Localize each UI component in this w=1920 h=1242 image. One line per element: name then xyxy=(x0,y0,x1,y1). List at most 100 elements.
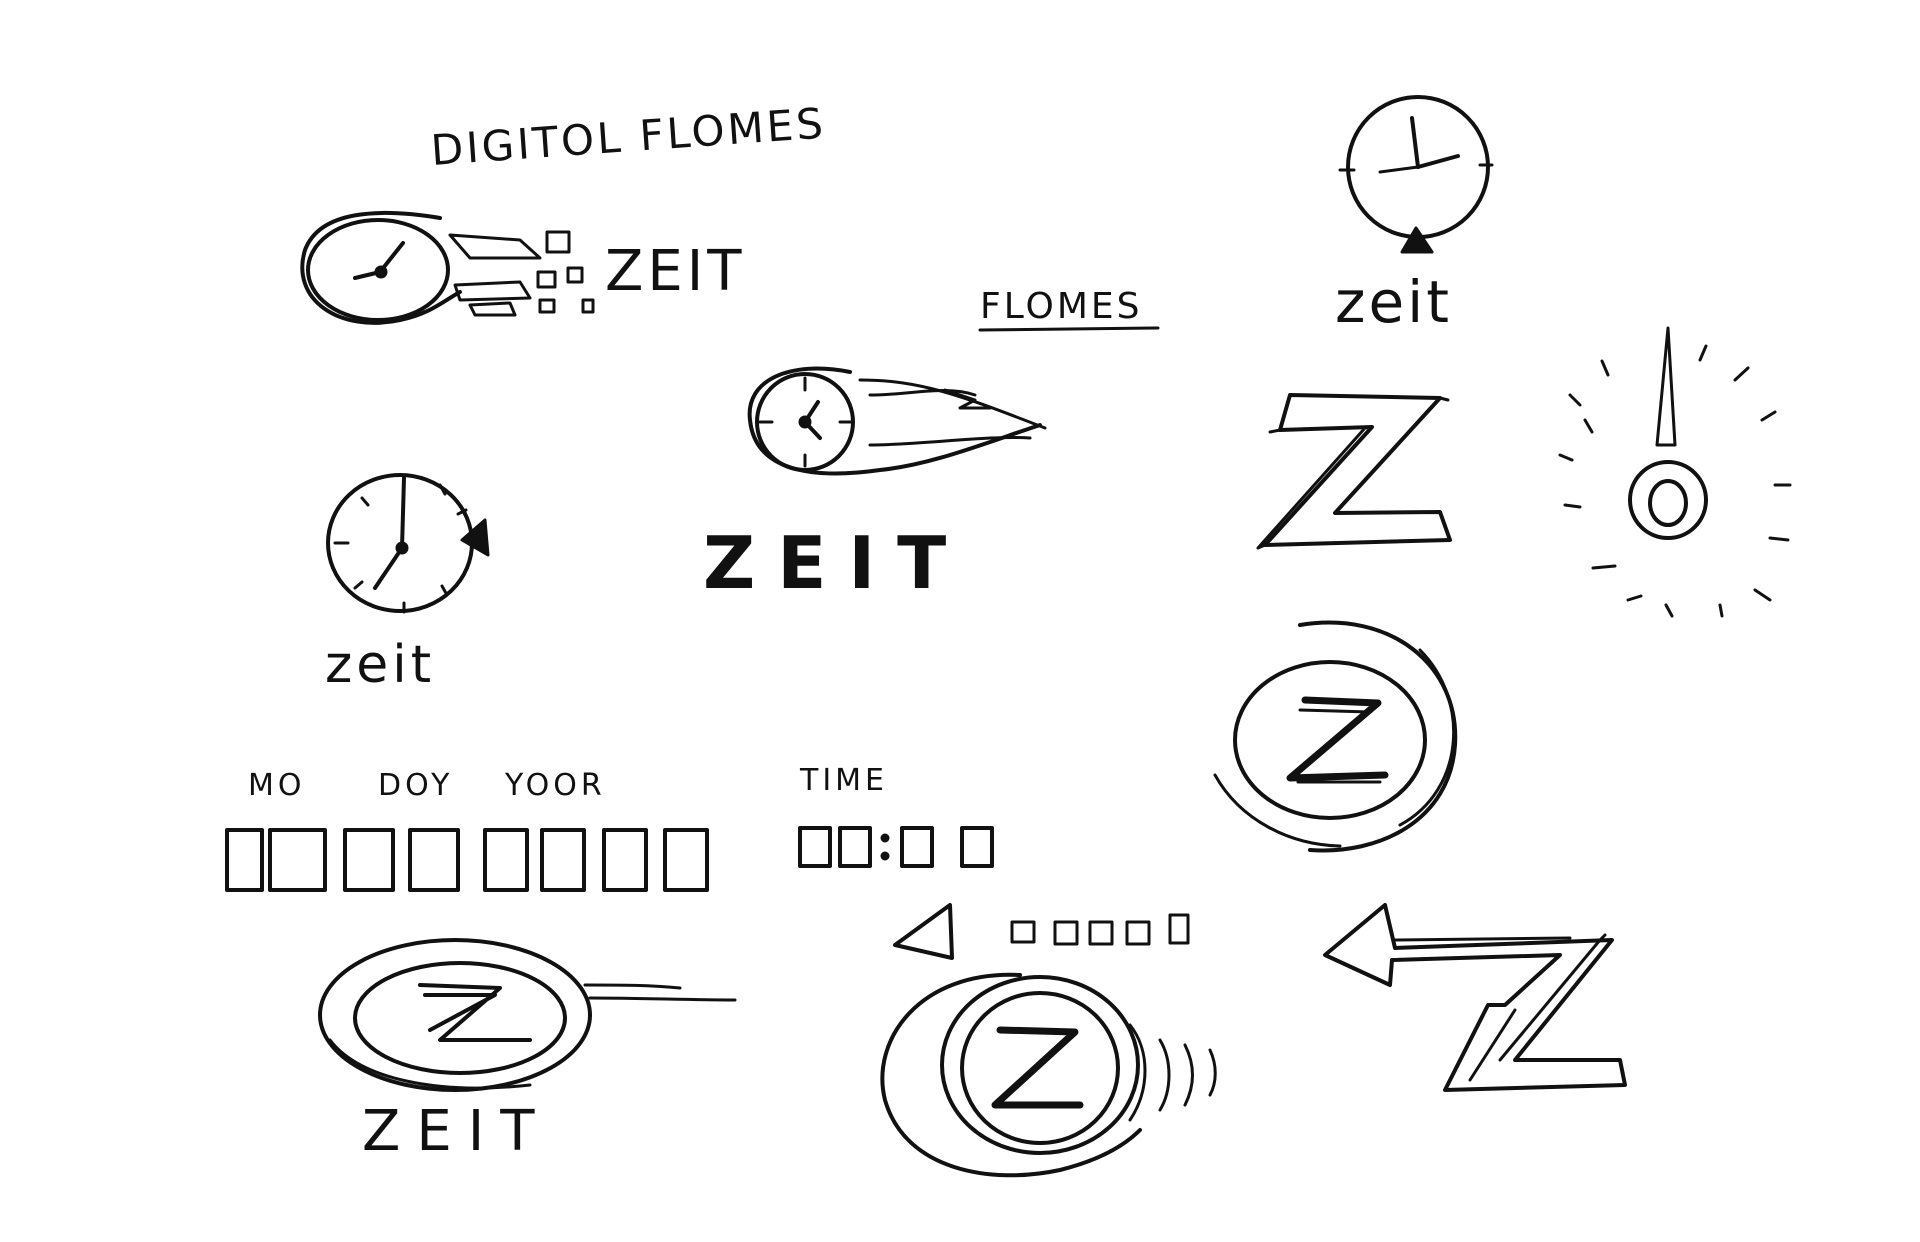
gauge-tick-8 xyxy=(1664,603,1674,618)
time-digit-boxes xyxy=(798,826,994,868)
flame-digital-pixel-2 xyxy=(536,270,557,289)
ringed-z-inner-ring xyxy=(1233,660,1427,820)
pin-clock-hand-minute xyxy=(1416,154,1460,169)
flame-digital-streak-2 xyxy=(453,280,532,302)
note-flames: FLOMES xyxy=(980,286,1142,327)
gauge-tick-15 xyxy=(1698,344,1708,362)
gauge-needle xyxy=(1655,326,1677,447)
gauge-tick-9 xyxy=(1718,603,1724,618)
ringed-z-outer-ring xyxy=(1298,620,1458,853)
z-swirl-motion-1 xyxy=(1128,1023,1147,1122)
comet-clock-logo: ZEIT xyxy=(703,366,1047,605)
outlined-z-monogram xyxy=(1256,393,1452,550)
flame-digital-pixel-3 xyxy=(566,266,584,284)
comet-clock-wordmark: ZEIT xyxy=(703,521,968,605)
time-digit-box-2 xyxy=(838,826,872,868)
gauge-tick-2 xyxy=(1568,393,1582,407)
flame-clock-wordmark: ZEIT xyxy=(605,239,745,304)
comet-clock-center xyxy=(798,415,812,429)
gauge-tick-11 xyxy=(1768,536,1790,542)
gauge-logo xyxy=(1558,326,1792,618)
z-disc-streak-2 xyxy=(588,996,737,1002)
ringed-z-swirl-1 xyxy=(1398,648,1456,827)
flames-note: FLOMES xyxy=(978,286,1160,332)
plain-clock-tick-4 xyxy=(360,496,370,507)
plain-clock-pointer xyxy=(460,518,490,557)
gauge-tick-6 xyxy=(1591,564,1617,570)
z-swirl-letter xyxy=(991,1026,1084,1109)
z-swirl-pixel-1 xyxy=(1010,920,1036,944)
plain-clock-hand-minute xyxy=(400,476,406,550)
z-disc-underswoosh xyxy=(328,1038,532,1090)
flame-digital-pixel-1 xyxy=(545,230,571,254)
z-disc-outer xyxy=(318,938,592,1092)
comet-tail-inner-1 xyxy=(858,378,1047,430)
outlined-z-shape xyxy=(1263,393,1452,547)
flame-digital-pixel-4 xyxy=(538,298,556,314)
note-year: YOOR xyxy=(504,768,606,803)
gauge-hub-outer xyxy=(1628,460,1708,540)
time-colon-top xyxy=(880,833,890,843)
pin-clock-hand-second xyxy=(1378,165,1420,174)
pin-clock-pointer xyxy=(1400,226,1434,254)
date-digit-box-7 xyxy=(602,828,648,892)
flame-clock-face xyxy=(306,218,450,322)
arrow-z-monogram xyxy=(1323,903,1627,1092)
gauge-tick-10 xyxy=(1753,588,1772,602)
flames-note-underline xyxy=(978,326,1160,332)
ringed-z-letter-shadow xyxy=(1296,708,1382,784)
outlined-z-shadow xyxy=(1256,396,1450,550)
date-digit-box-5 xyxy=(483,828,529,892)
pin-clock-wordmark: zeit xyxy=(1335,268,1452,336)
time-digit-box-1 xyxy=(798,826,832,868)
z-disc-streak-1 xyxy=(583,983,682,990)
gauge-tick-13 xyxy=(1760,410,1777,422)
note-time: TIME xyxy=(799,763,888,798)
gauge-tick-7 xyxy=(1626,594,1643,602)
plain-clock-tick-6 xyxy=(440,584,449,597)
time-colon-bottom xyxy=(880,851,890,861)
flame-digital-streak-3 xyxy=(468,301,517,317)
date-digit-box-8 xyxy=(663,828,709,892)
gauge-tick-4 xyxy=(1558,453,1574,462)
z-swirl-inner xyxy=(960,991,1120,1145)
date-digit-box-6 xyxy=(540,828,586,892)
flame-digital-streak-1 xyxy=(448,233,542,260)
z-swirl-arrow-triangle xyxy=(893,903,954,960)
z-disc-logo: ZEIT xyxy=(318,938,737,1164)
flame-clock-logo: ZEIT xyxy=(300,210,745,325)
z-disc-inner xyxy=(353,961,567,1075)
date-time-notes: MO DOY YOOR TIME xyxy=(225,763,994,892)
note-day: DOY xyxy=(378,768,453,803)
note-digital-flames: DIGITOL FLOMES xyxy=(429,98,827,174)
gauge-hub-inner xyxy=(1648,479,1688,527)
plain-clock-tick-2 xyxy=(456,508,468,516)
arrow-z-shape xyxy=(1323,903,1627,1092)
z-swirl-pixel-5 xyxy=(1168,913,1190,945)
z-swirl-pixel-3 xyxy=(1088,920,1114,946)
z-swirl-arrow-logo xyxy=(880,903,1217,1178)
z-swirl-pixel-2 xyxy=(1053,920,1079,946)
flame-clock-outer-swoosh xyxy=(300,210,462,325)
z-swirl-motion-4 xyxy=(1208,1048,1217,1097)
date-digit-box-4 xyxy=(408,828,460,892)
plain-clock-hand-hour xyxy=(373,546,404,590)
comet-tail-flame-tip xyxy=(943,388,992,410)
z-swirl-outer xyxy=(880,972,1142,1178)
ringed-z-logo xyxy=(1213,620,1458,853)
date-digit-box-2 xyxy=(268,828,327,892)
z-swirl-ring xyxy=(940,975,1140,1155)
time-digit-box-4 xyxy=(960,826,994,868)
plain-clock-logo: zeit xyxy=(325,473,490,695)
time-digit-box-3 xyxy=(900,826,934,868)
plain-clock-tick-1 xyxy=(438,483,447,496)
gauge-tick-1 xyxy=(1600,359,1610,377)
pin-clock-logo: zeit xyxy=(1335,95,1494,336)
arrow-z-inner-2 xyxy=(1498,933,1607,1062)
date-digit-boxes xyxy=(225,828,709,892)
plain-clock-center xyxy=(395,541,409,555)
comet-tail-outer xyxy=(747,366,1042,476)
pin-clock-hand-hour xyxy=(1410,116,1420,169)
gauge-tick-3 xyxy=(1583,418,1594,434)
